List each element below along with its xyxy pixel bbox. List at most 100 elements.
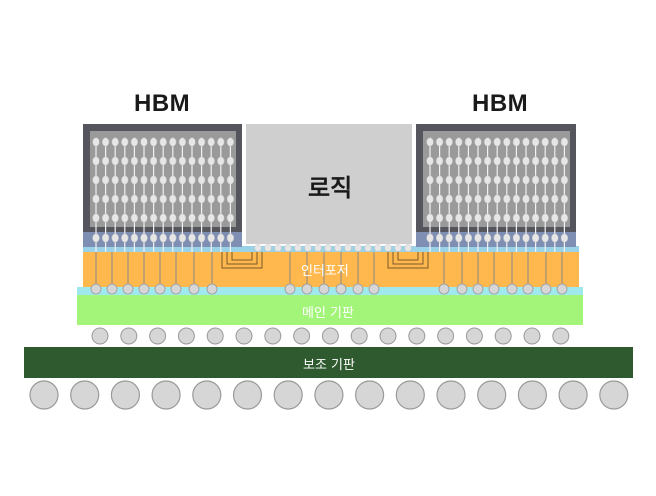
microbump [217, 175, 225, 185]
microbump [435, 213, 444, 223]
interposer-bump [138, 283, 150, 295]
microbump [197, 213, 206, 223]
logic-microbump [404, 244, 412, 252]
microbump [226, 175, 235, 185]
microbump [226, 137, 235, 147]
microbump [159, 156, 167, 166]
microbump [197, 137, 206, 147]
microbump [149, 213, 158, 223]
logic-microbump [254, 244, 262, 252]
microbump [426, 194, 434, 204]
microbump [226, 233, 235, 243]
microbump [531, 175, 540, 185]
logic-microbump [324, 244, 332, 252]
microbump [503, 213, 511, 223]
c4-bump [149, 327, 167, 345]
microbump [551, 194, 559, 204]
main-substrate-label: 메인 기판 [302, 306, 354, 321]
microbump [92, 175, 100, 185]
microbump [474, 194, 482, 204]
hbm-right-tsv-columns [426, 137, 569, 252]
microbump [169, 233, 177, 243]
microbump [101, 175, 110, 185]
interposer-bump [488, 283, 500, 295]
microbump [121, 137, 129, 147]
microbump [560, 213, 569, 223]
microbump [111, 194, 119, 204]
microbump [188, 156, 196, 166]
logic-microbump [274, 244, 282, 252]
c4-bump [177, 327, 195, 345]
microbump [560, 233, 569, 243]
microbump [226, 194, 235, 204]
main-substrate-top-layer [77, 287, 583, 295]
interposer-bump [540, 283, 552, 295]
microbump [503, 175, 511, 185]
interposer-bumps [90, 252, 568, 295]
microbump [188, 233, 196, 243]
logic-label: 로직 [308, 175, 353, 202]
microbump [92, 156, 100, 166]
bga-ball [314, 380, 344, 410]
microbump [92, 194, 100, 204]
microbump [483, 175, 492, 185]
microbump [455, 137, 463, 147]
bga-ball [517, 380, 548, 410]
microbump [149, 137, 158, 147]
microbump [178, 194, 187, 204]
microbump [188, 213, 196, 223]
microbump [426, 213, 434, 223]
microbump [121, 175, 129, 185]
microbump [464, 233, 473, 243]
microbump [455, 175, 463, 185]
microbump [101, 233, 110, 243]
interposer-traces [221, 252, 429, 269]
interposer-bump [106, 283, 118, 295]
microbump [531, 137, 540, 147]
bga-ball [599, 380, 629, 410]
microbump [435, 233, 444, 243]
microbump [445, 233, 453, 243]
microbump [169, 156, 177, 166]
microbump [169, 213, 177, 223]
sub-substrate-label: 보조 기판 [303, 358, 355, 373]
microbump [140, 233, 148, 243]
hbm-left-label: HBM [134, 90, 191, 117]
microbump [445, 194, 453, 204]
c4-bump [494, 327, 512, 345]
microbump [121, 213, 129, 223]
microbump [493, 194, 501, 204]
microbump [474, 137, 482, 147]
c4-bump [264, 327, 282, 345]
microbump [503, 233, 511, 243]
interposer-bump [206, 283, 218, 295]
c4-bumps [91, 327, 570, 345]
microbump [197, 156, 206, 166]
microbump [560, 156, 569, 166]
interposer-bump [301, 283, 313, 295]
microbump [512, 194, 521, 204]
microbump [207, 233, 215, 243]
microbump [92, 137, 100, 147]
microbump [531, 213, 540, 223]
interposer-bump [556, 283, 568, 295]
logic-microbump [334, 244, 342, 252]
microbump [140, 175, 148, 185]
microbump [121, 233, 129, 243]
microbump [178, 137, 187, 147]
c4-bump [321, 327, 339, 345]
microbump [512, 233, 521, 243]
microbump [445, 213, 453, 223]
microbump [541, 156, 549, 166]
microbump [92, 213, 100, 223]
microbump [149, 194, 158, 204]
microbump [464, 137, 473, 147]
microbump [522, 156, 530, 166]
interposer-bump [472, 283, 484, 295]
bga-ball [29, 380, 59, 410]
microbump [207, 156, 215, 166]
microbump [169, 137, 177, 147]
microbump [541, 194, 549, 204]
bga-ball [355, 380, 385, 410]
